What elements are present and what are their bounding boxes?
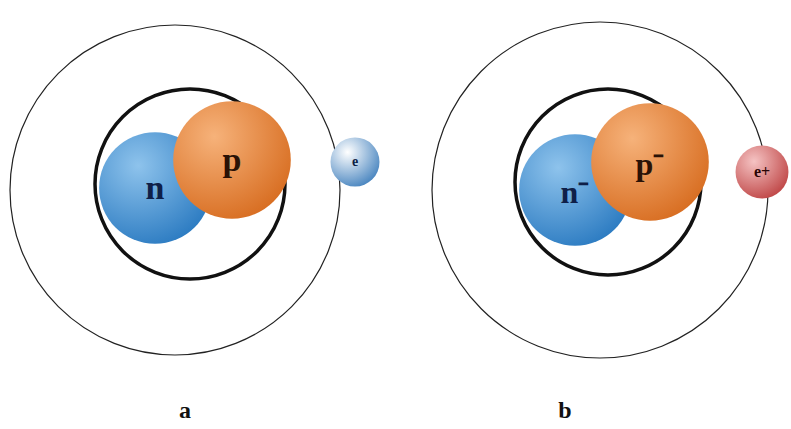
particle-symbol: p⁻ <box>590 141 710 184</box>
positron-orbit <box>432 22 768 358</box>
electron-ball: e <box>330 137 380 187</box>
proton-ball: p <box>172 100 292 220</box>
positron-ball: e+ <box>735 145 789 199</box>
ball-fill <box>331 138 380 187</box>
particle-symbol: p <box>172 141 292 179</box>
figure-label: b <box>558 397 571 424</box>
particle-symbol: e <box>330 154 380 170</box>
ball-fill <box>736 146 789 199</box>
particle-symbol: e+ <box>735 163 789 181</box>
electron-orbit <box>10 25 340 355</box>
figure-label: a <box>179 397 191 424</box>
antiproton-ball: p⁻ <box>590 102 710 222</box>
